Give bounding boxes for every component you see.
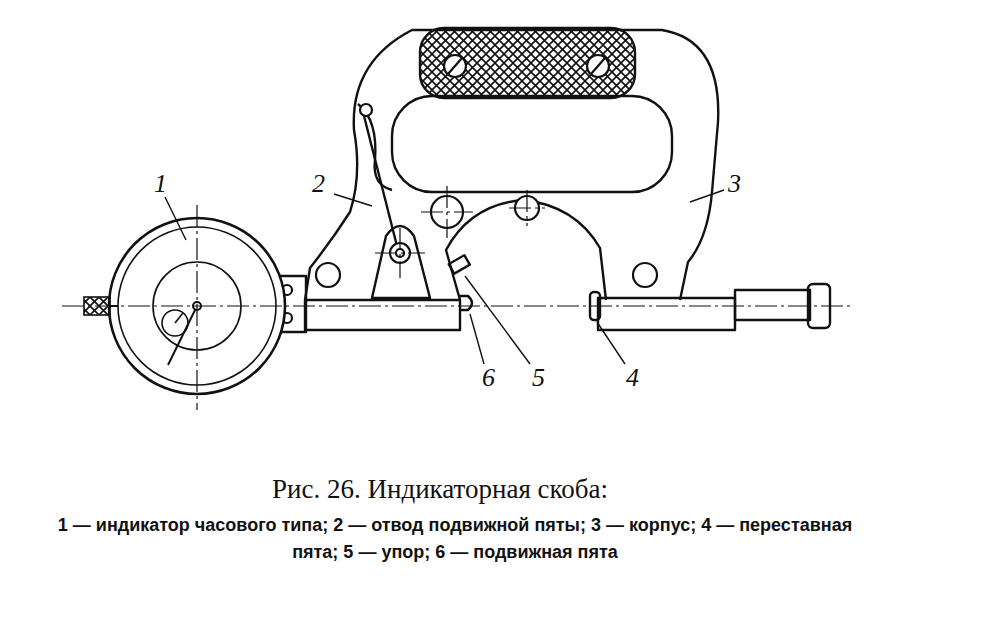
leader-lines-part: [465, 276, 530, 364]
leader-lines-part: [470, 314, 484, 364]
center-lines-part: [375, 228, 425, 278]
holes-screws-part: [316, 263, 340, 287]
holes-screws-part: [448, 58, 605, 74]
callout-number: 2: [310, 171, 327, 197]
callout-number: 4: [624, 365, 641, 391]
caliper-body: [276, 28, 830, 332]
caliper-body-part: [449, 255, 470, 274]
figure-caption: 1 — индикатор часового типа; 2 — отвод п…: [40, 512, 870, 566]
caliper-body-part: [372, 226, 430, 298]
callout-number: 3: [726, 171, 743, 197]
dial-indicator-part: [175, 313, 183, 323]
callout-number: 5: [530, 365, 547, 391]
figure-title: Рис. 26. Индикаторная скоба:: [272, 474, 608, 505]
holes-screws-part: [633, 263, 657, 287]
center-lines: [62, 186, 850, 410]
leader-lines-part: [597, 322, 625, 364]
center-lines-part: [421, 186, 473, 238]
caliper-body-part: [598, 298, 735, 330]
callout-number: 6: [480, 365, 497, 391]
caliper-body-part: [460, 296, 472, 310]
caliper-body-part: [392, 96, 672, 192]
holes-screws-part: [360, 104, 372, 116]
leader-lines-part: [334, 194, 372, 206]
callout-number: 1: [152, 171, 169, 197]
leader-lines-part: [690, 190, 724, 202]
center-lines-part: [196, 205, 197, 410]
caliper-body-part: [420, 28, 635, 98]
center-lines-part: [509, 190, 545, 226]
center-lines-part: [62, 305, 850, 306]
caliper-body-part: [305, 300, 460, 330]
leader-lines-part: [165, 197, 186, 240]
leader-lines: [165, 190, 724, 364]
dial-indicator-part: [168, 306, 197, 365]
caliper-body-part: [735, 290, 810, 320]
